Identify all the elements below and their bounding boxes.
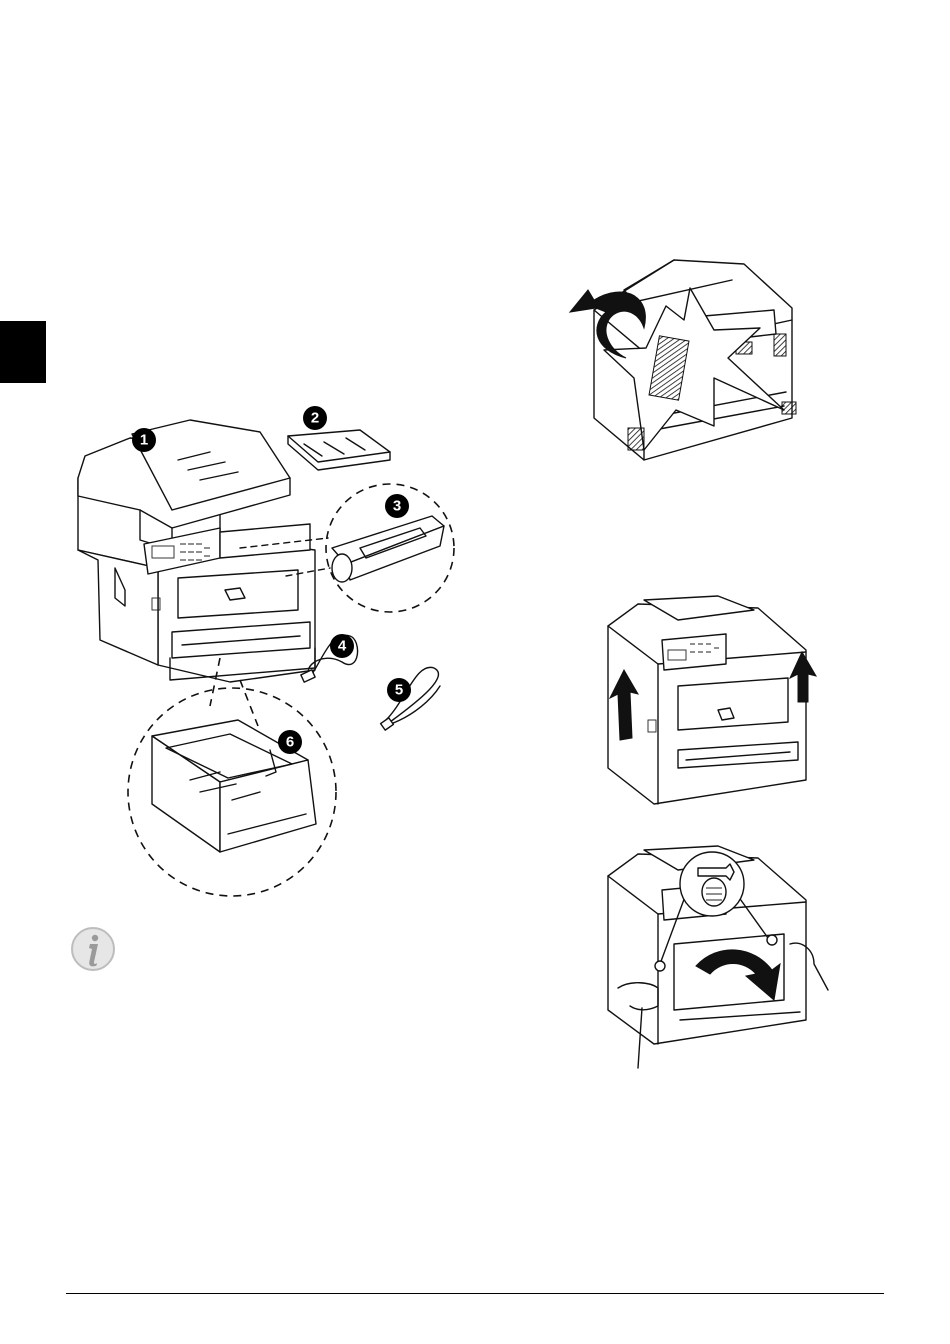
info-icon xyxy=(70,926,116,972)
callout-5: 5 xyxy=(387,678,411,702)
callout-4: 4 xyxy=(330,634,354,658)
document-tray xyxy=(288,430,390,470)
svg-text:6: 6 xyxy=(286,734,294,751)
svg-text:4: 4 xyxy=(338,638,347,655)
chapter-tab xyxy=(0,321,46,383)
footer-rule xyxy=(66,1293,884,1294)
open-scanner-figure xyxy=(578,590,828,810)
package-contents-figure: 1 2 3 4 5 6 xyxy=(60,400,480,890)
svg-text:1: 1 xyxy=(140,432,148,449)
svg-text:5: 5 xyxy=(395,682,403,699)
toner-cartridge xyxy=(332,516,444,582)
svg-text:2: 2 xyxy=(311,410,319,427)
callout-6: 6 xyxy=(278,730,302,754)
printer-device xyxy=(78,420,315,682)
callout-1: 1 xyxy=(132,428,156,452)
svg-text:3: 3 xyxy=(393,498,401,515)
phone-cable xyxy=(381,667,440,730)
open-cover-figure xyxy=(578,840,838,1070)
callout-2: 2 xyxy=(303,406,327,430)
callout-3: 3 xyxy=(385,494,409,518)
remove-tape-figure xyxy=(564,250,814,462)
